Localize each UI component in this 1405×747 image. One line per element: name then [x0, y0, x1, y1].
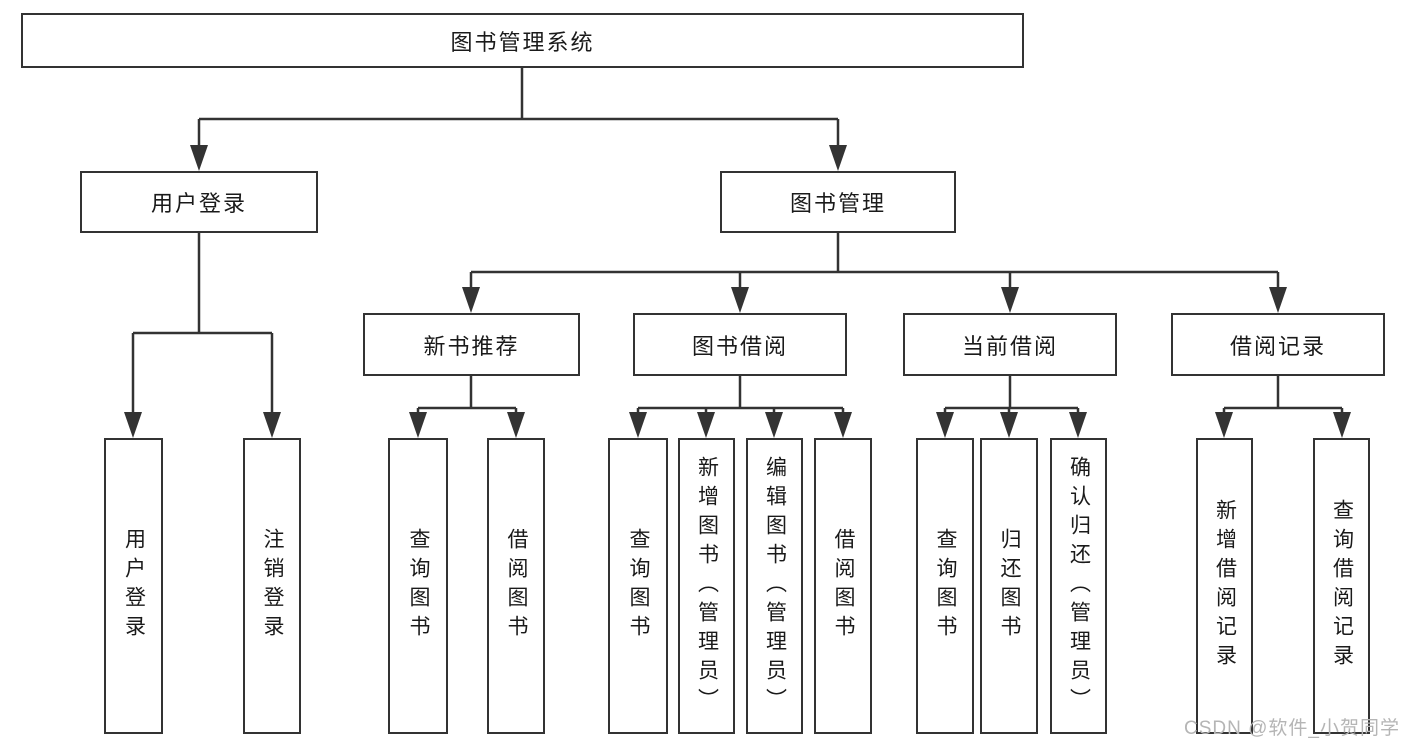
arrowhead-icon	[765, 412, 783, 438]
node-book-borrow: 图书借阅	[633, 313, 847, 376]
arrowhead-icon	[190, 145, 208, 171]
csdn-watermark: CSDN @软件_小贺同学	[1184, 718, 1400, 739]
node-user-login: 用户登录	[80, 171, 318, 233]
leaf-add-book-admin: 新增图书（管理员）	[678, 438, 735, 734]
leaf-label: 归还图书	[998, 528, 1021, 644]
leaf-query-books-recommend: 查询图书	[388, 438, 448, 734]
arrowhead-icon	[936, 412, 954, 438]
arrowhead-icon	[409, 412, 427, 438]
arrowhead-icon	[1215, 412, 1233, 438]
leaf-label: 注销登录	[261, 528, 284, 644]
leaf-label: 确认归还（管理员）	[1067, 455, 1091, 717]
arrowhead-icon	[1333, 412, 1351, 438]
leaf-label: 查询图书	[934, 528, 957, 644]
node-label: 图书借阅	[691, 333, 788, 359]
leaf-user-login: 用户登录	[104, 438, 163, 734]
node-label: 图书管理	[789, 191, 886, 216]
node-label: 用户登录	[150, 191, 247, 216]
node-label: 当前借阅	[961, 333, 1058, 359]
arrowhead-icon	[829, 145, 847, 171]
node-book-management: 图书管理	[720, 171, 956, 233]
arrowhead-icon	[629, 412, 647, 438]
leaf-label: 借阅图书	[505, 528, 528, 644]
arrowhead-icon	[697, 412, 715, 438]
arrowhead-icon	[1000, 412, 1018, 438]
leaf-label: 查询借阅记录	[1330, 499, 1354, 673]
leaf-label: 借阅图书	[832, 528, 855, 644]
node-label: 新书推荐	[423, 333, 520, 359]
arrowhead-icon	[731, 287, 749, 313]
arrowhead-icon	[1269, 287, 1287, 313]
leaf-borrow-books: 借阅图书	[814, 438, 872, 734]
node-new-book-recommend: 新书推荐	[363, 313, 580, 376]
leaf-query-books-borrow: 查询图书	[608, 438, 668, 734]
node-root-system: 图书管理系统	[21, 13, 1024, 68]
leaf-label: 用户登录	[122, 528, 146, 644]
node-current-borrow: 当前借阅	[903, 313, 1117, 376]
node-borrow-records: 借阅记录	[1171, 313, 1385, 376]
arrowhead-icon	[834, 412, 852, 438]
node-label: 借阅记录	[1229, 333, 1326, 359]
arrowhead-icon	[263, 412, 281, 438]
leaf-label: 查询图书	[407, 528, 430, 644]
leaf-label: 编辑图书（管理员）	[763, 455, 787, 717]
arrowhead-icon	[124, 412, 142, 438]
leaf-label: 新增借阅记录	[1213, 499, 1237, 673]
leaf-confirm-return-admin: 确认归还（管理员）	[1050, 438, 1107, 734]
leaf-label: 新增图书（管理员）	[695, 455, 719, 717]
node-label: 图书管理系统	[450, 29, 595, 55]
leaf-label: 查询图书	[627, 528, 650, 644]
arrowhead-icon	[1001, 287, 1019, 313]
leaf-edit-book-admin: 编辑图书（管理员）	[746, 438, 803, 734]
arrowhead-icon	[507, 412, 525, 438]
leaf-query-borrow-record: 查询借阅记录	[1313, 438, 1370, 734]
leaf-logout: 注销登录	[243, 438, 301, 734]
leaf-return-book: 归还图书	[980, 438, 1038, 734]
arrowhead-icon	[462, 287, 480, 313]
leaf-add-borrow-record: 新增借阅记录	[1196, 438, 1253, 734]
leaf-query-books-current: 查询图书	[916, 438, 974, 734]
leaf-borrow-books-recommend: 借阅图书	[487, 438, 545, 734]
arrowhead-icon	[1069, 412, 1087, 438]
